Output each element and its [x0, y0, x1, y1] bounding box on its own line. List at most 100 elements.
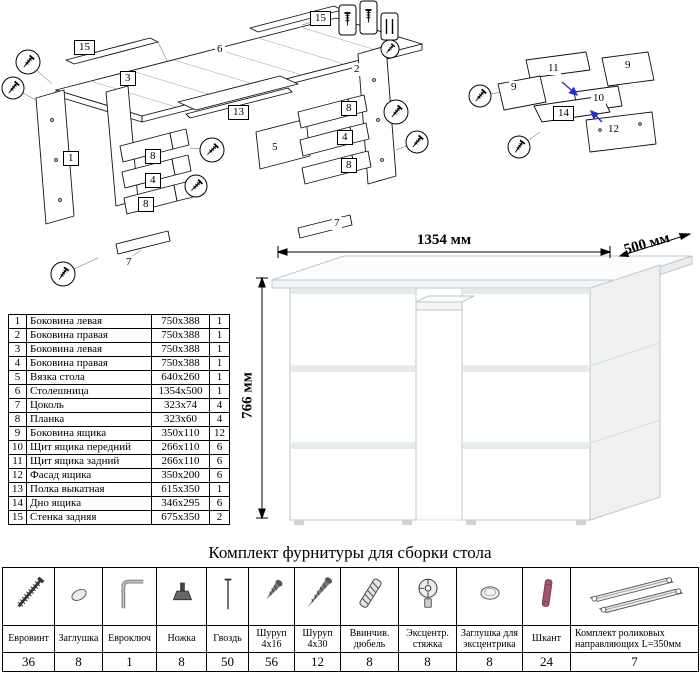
- part-number: 7: [8, 398, 27, 413]
- part-qty: 4: [209, 398, 230, 413]
- drawer-box-part: [349, 122, 370, 144]
- part-callout: 15: [310, 11, 331, 26]
- part-size: 346x295: [151, 496, 210, 511]
- hardware-name: Заглушка для эксцентрика: [456, 625, 523, 653]
- part-size: 640x260: [151, 370, 210, 385]
- part-callout: 8: [341, 101, 357, 116]
- part-name: Планка: [26, 412, 152, 427]
- part-qty: 1: [209, 328, 230, 343]
- part-number: 5: [8, 370, 27, 385]
- part-qty: 1: [209, 370, 230, 385]
- part-callout: 5: [270, 141, 280, 154]
- wood-dowel-icon: [541, 579, 552, 607]
- right-pedestal-side: [589, 264, 661, 521]
- part-size: 323x74: [151, 398, 210, 413]
- hardware-qty: 56: [248, 652, 295, 672]
- hardware-qty: 8: [398, 652, 457, 672]
- part-number: 10: [8, 440, 27, 455]
- exploded-assembly-diagram: [1, 0, 657, 287]
- drawer-facade-part: [585, 111, 657, 153]
- part-callout: 1: [63, 151, 79, 166]
- hardware-name: Шуруп 4x16: [248, 625, 295, 653]
- part-qty: 2: [209, 510, 230, 525]
- part-size: 266x110: [151, 454, 210, 469]
- hardware-name: Заглушка: [54, 625, 103, 653]
- part-qty: 1: [209, 384, 230, 399]
- cap-icon: [70, 588, 87, 601]
- part-size: 1354x500: [151, 384, 210, 399]
- part-number: 6: [8, 384, 27, 399]
- part-qty: 1: [209, 342, 230, 357]
- part-name: Щит ящика задний: [26, 454, 152, 469]
- part-number: 9: [8, 426, 27, 441]
- height-dimension-label: 766 мм: [239, 372, 256, 419]
- part-name: Стенка задняя: [26, 510, 152, 525]
- drawer-grooves: [291, 289, 589, 449]
- part-number: 14: [8, 496, 27, 511]
- part-name: Боковина правая: [26, 328, 152, 343]
- part-name: Боковина правая: [26, 356, 152, 371]
- part-callout: 14: [553, 106, 574, 121]
- drawer-slides-icon: [588, 577, 683, 613]
- nail-icon: [224, 578, 231, 610]
- part-qty: 12: [209, 426, 230, 441]
- part-qty: 6: [209, 454, 230, 469]
- part-number: 4: [8, 356, 27, 371]
- part-number: 2: [8, 328, 27, 343]
- part-number: 15: [8, 510, 27, 525]
- hardware-qty: 24: [522, 652, 571, 672]
- hardware-kit-title: Комплект фурнитуры для сборки стола: [208, 543, 492, 562]
- knee-space: [416, 310, 462, 520]
- hardware-name: Гвоздь: [206, 625, 249, 653]
- part-name: Щит ящика передний: [26, 440, 152, 455]
- hardware-qty: 7: [570, 652, 699, 672]
- hardware-qty-row: 36 8 1 8 50 56 12 8 8 8 24 7: [2, 652, 699, 672]
- part-callout: 8: [138, 197, 154, 212]
- hardware-name: Ввинчив. дюбель: [340, 625, 399, 653]
- screw-long-icon: [306, 577, 332, 608]
- part-qty: 6: [209, 496, 230, 511]
- hardware-name: Шкант: [522, 625, 571, 653]
- part-callout: 6: [215, 43, 225, 56]
- foot-icon: [172, 582, 192, 601]
- part-name: Боковина левая: [26, 314, 152, 329]
- part-name: Вязка стола: [26, 370, 152, 385]
- part-callout: 12: [606, 123, 621, 136]
- screw-in-dowel-icon: [358, 578, 382, 608]
- screw-short-icon: [265, 579, 282, 600]
- part-callout: 9: [623, 59, 633, 72]
- part-callout: 4: [145, 173, 161, 188]
- part-name: Столешница: [26, 384, 152, 399]
- part-qty: 4: [209, 412, 230, 427]
- part-size: 350x110: [151, 426, 210, 441]
- part-name: Боковина ящика: [26, 426, 152, 441]
- part-callout: 9: [509, 81, 519, 94]
- hex-key-icon: [120, 579, 143, 609]
- hardware-name: Евровинт: [2, 625, 55, 653]
- hardware-qty: 36: [2, 652, 55, 672]
- left-pedestal: [289, 287, 417, 521]
- part-callout: 2: [352, 63, 362, 76]
- part-callout: 4: [337, 130, 353, 145]
- part-name: Дно ящика: [26, 496, 152, 511]
- hardware-qty: 8: [54, 652, 103, 672]
- cross-tie-part: [255, 118, 311, 170]
- cam-lock-icon: [418, 578, 437, 608]
- part-qty: 1: [209, 356, 230, 371]
- tabletop-hatching: [89, 26, 387, 108]
- part-size: 750x388: [151, 328, 210, 343]
- part-number: 11: [8, 454, 27, 469]
- back-panel-part: [65, 37, 159, 65]
